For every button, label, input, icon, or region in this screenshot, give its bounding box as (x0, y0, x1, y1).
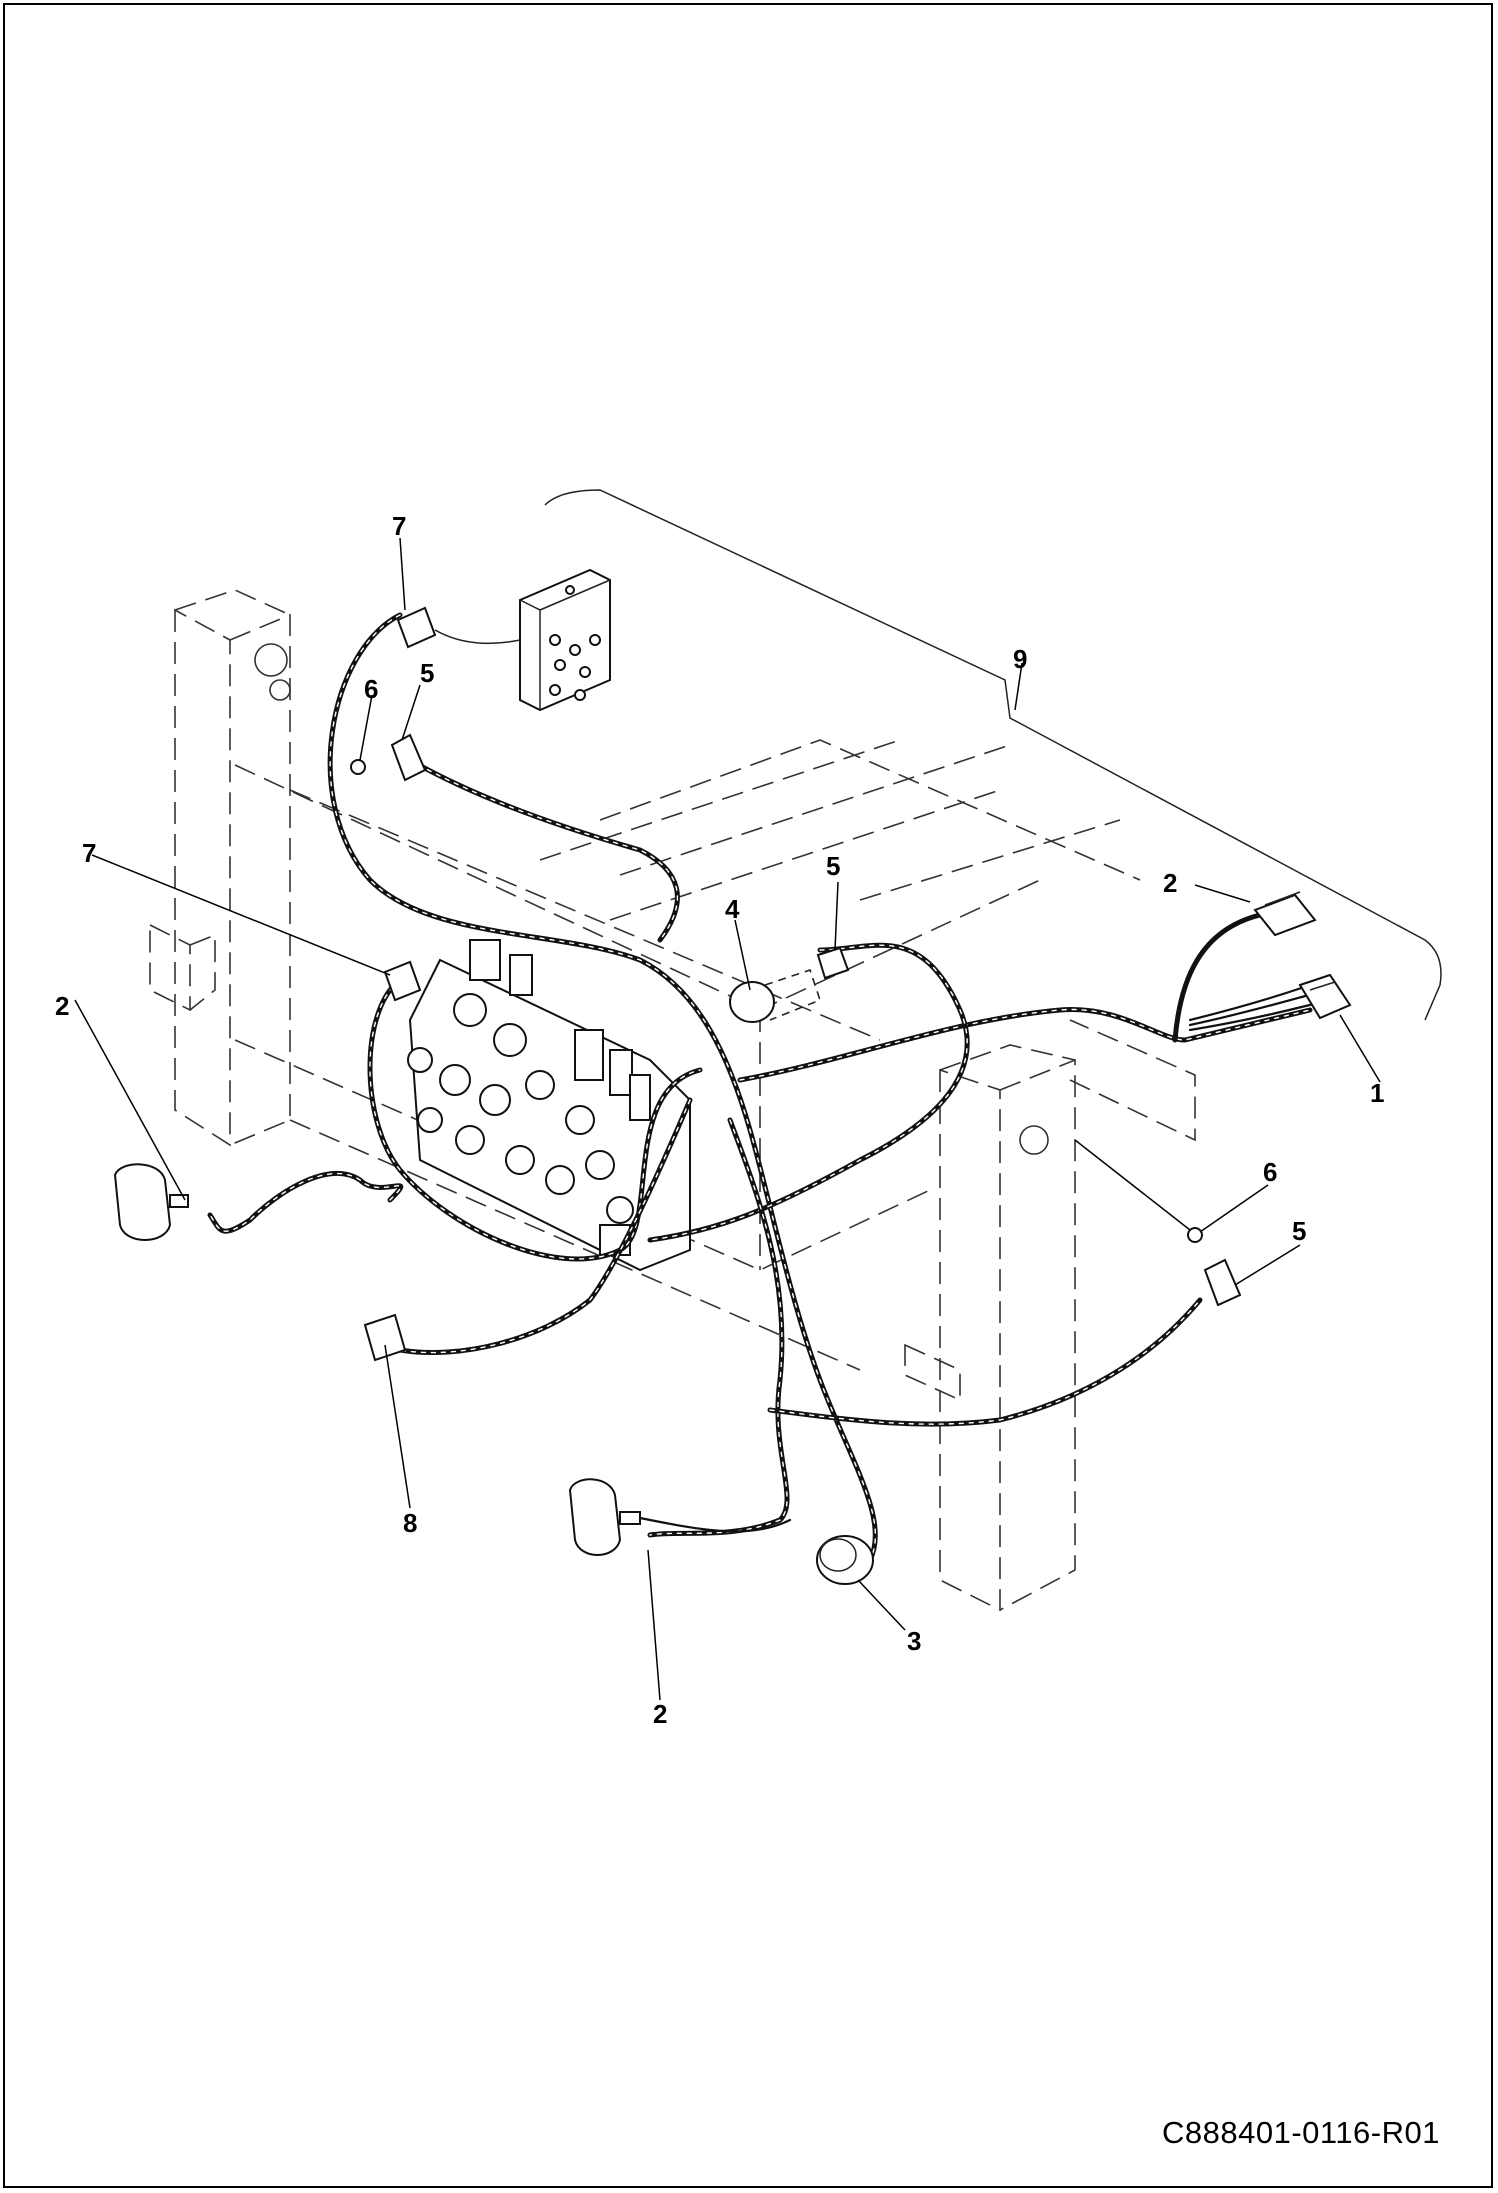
callout-9: 9 (1013, 644, 1027, 674)
part-6-lower-fitting (1187, 1227, 1203, 1243)
part-5-upper-connector (390, 733, 427, 782)
control-valve-stack (407, 939, 691, 1272)
drawing-number: C888401-0116-R01 (1161, 2115, 1440, 2150)
callout-2-bottom: 2 (653, 1699, 667, 1729)
callout-7-left: 7 (82, 838, 96, 868)
callout-2-left: 2 (55, 991, 69, 1021)
part-9-outline (544, 489, 1442, 1021)
callout-5-upper: 5 (420, 658, 434, 688)
part-7-manifold-block (519, 568, 611, 712)
part-4-component (729, 968, 821, 1023)
callout-3: 3 (907, 1626, 921, 1656)
right-upright-frame (904, 1019, 1196, 1612)
part-2-upper-connector (1253, 891, 1317, 937)
part-8-connector (363, 1313, 407, 1362)
part-5-middle-connector (816, 946, 850, 980)
part-2-left-switch (113, 1163, 189, 1241)
part-2-lower-switch (568, 1478, 792, 1556)
part-7-upper-connector (396, 606, 521, 649)
callout-6-lower: 6 (1263, 1157, 1277, 1187)
drawing-frame (3, 3, 1493, 2188)
leader-lines (74, 537, 1381, 1701)
left-upright-frame (149, 589, 291, 1147)
part-5-right-connector (1203, 1258, 1242, 1307)
callout-4: 4 (725, 894, 740, 924)
part-1-connector (1298, 973, 1352, 1020)
part-6-upper-fitting (350, 759, 366, 775)
callout-5-right: 5 (1292, 1216, 1306, 1246)
callout-8: 8 (403, 1508, 417, 1538)
part-3-round-sensor (816, 1535, 874, 1585)
main-harness (207, 612, 1332, 1563)
part-7-left-connector (383, 960, 422, 1002)
callout-1: 1 (1370, 1078, 1384, 1108)
callout-6-upper: 6 (364, 674, 378, 704)
callout-7-upper: 7 (392, 511, 406, 541)
callouts: 1 2 2 2 3 4 5 5 5 6 6 7 7 8 9 (55, 511, 1384, 1729)
callout-5-middle: 5 (826, 851, 840, 881)
callout-2-upper-right: 2 (1163, 868, 1177, 898)
